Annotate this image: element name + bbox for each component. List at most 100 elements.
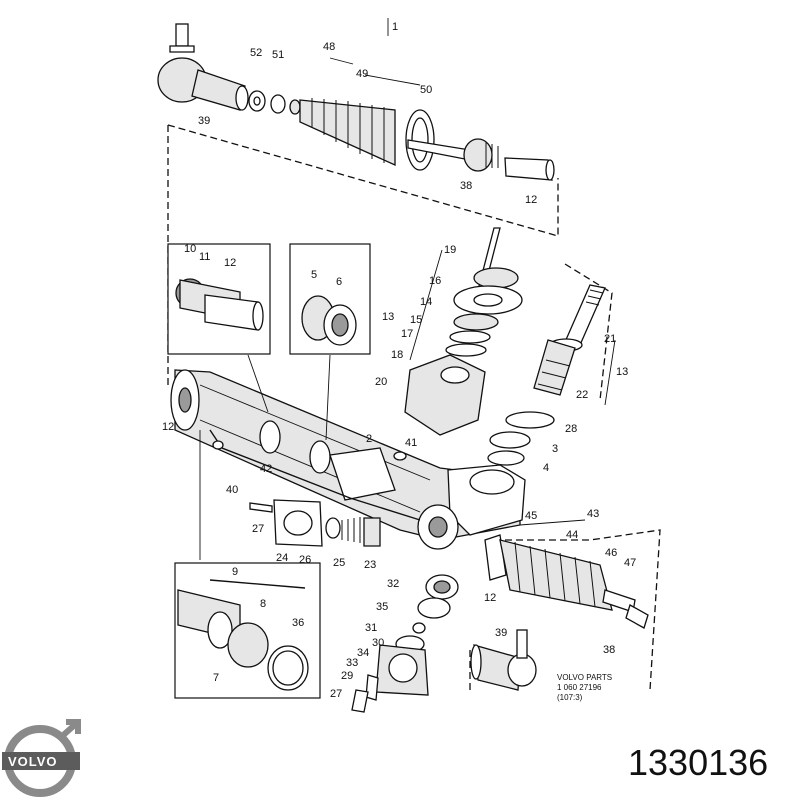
right-rod-thread (625, 604, 649, 629)
callout-42: 42 (260, 463, 272, 475)
seal-ring (445, 343, 487, 357)
bolt-27-lower (351, 689, 369, 713)
callout-27-lower: 27 (330, 688, 342, 700)
callout-23: 23 (364, 559, 376, 571)
bottom-ball-stud (516, 629, 528, 659)
housing-edge-lines (199, 384, 431, 513)
volvo-logo-bar (2, 752, 80, 770)
callout-2: 2 (366, 433, 372, 445)
clip-ring (270, 94, 286, 114)
ball-stud-collar (169, 45, 195, 53)
rack-yoke (363, 517, 381, 547)
adjuster-spring (341, 517, 361, 543)
valve-housing-bore (440, 366, 470, 384)
leader-13a (409, 249, 443, 361)
callout-10: 10 (184, 243, 196, 255)
inset-box-rack-seal (167, 243, 271, 355)
callout-52: 52 (250, 47, 262, 59)
callout-24: 24 (276, 552, 288, 564)
callout-4: 4 (543, 462, 549, 474)
leader-13b (604, 339, 616, 406)
o-ring-upper (449, 330, 491, 344)
reference-line-3: (107:3) (557, 693, 583, 702)
volvo-iron-mark-icon (2, 719, 81, 797)
callout-9: 9 (232, 566, 238, 578)
leader-inset-bushing (325, 354, 331, 441)
callout-21: 21 (604, 333, 616, 345)
callout-48: 48 (323, 41, 335, 53)
callout-3: 3 (552, 443, 558, 455)
callout-26: 26 (299, 554, 311, 566)
seal-32-hole (433, 580, 451, 594)
callout-30: 30 (372, 637, 384, 649)
end-cover-gear (388, 653, 418, 683)
pipe-fitting (212, 440, 224, 450)
bushing-hole (331, 313, 349, 337)
right-bellows-ribs (514, 541, 596, 608)
callout-12-left: 12 (162, 421, 174, 433)
pinion-o-ring (505, 411, 555, 429)
piston-seal-7 (207, 611, 233, 649)
bleed-screw (393, 451, 407, 461)
valve-housing-stack (404, 227, 523, 436)
pinion-teeth (537, 359, 571, 391)
callout-40: 40 (226, 484, 238, 496)
callout-29: 29 (341, 670, 353, 682)
callout-22: 22 (576, 389, 588, 401)
bolt-29 (365, 674, 379, 701)
top-tie-rod-assembly (157, 23, 555, 181)
callout-51: 51 (272, 49, 284, 61)
callout-36: 36 (292, 617, 304, 629)
volvo-logo-text: VOLVO (8, 754, 58, 769)
rack-end-top (504, 157, 553, 181)
callout-18: 18 (391, 349, 403, 361)
bottom-tie-rod-socket (470, 644, 482, 680)
input-shaft-splines (585, 289, 604, 306)
callout-43: 43 (587, 508, 599, 520)
bellows-ribs-top (311, 98, 385, 163)
callout-7: 7 (213, 672, 219, 684)
o-ring-36-inner (272, 650, 304, 686)
callout-35: 35 (376, 601, 388, 613)
pinion-gear (533, 339, 576, 396)
valve-housing (404, 354, 486, 436)
callout-12-lower: 12 (484, 592, 496, 604)
hydraulic-pipe (209, 429, 421, 521)
lower-valve-parts (351, 574, 459, 713)
callout-27-mid: 27 (252, 523, 264, 535)
callout-49: 49 (356, 68, 368, 80)
bearing (453, 313, 499, 331)
callout-6: 6 (336, 276, 342, 288)
tie-rod-end-socket (235, 85, 249, 111)
cover-plate-hole (473, 293, 503, 307)
callout-14: 14 (420, 296, 432, 308)
callout-47: 47 (624, 557, 636, 569)
callout-33: 33 (346, 657, 358, 669)
inner-joint-thread (485, 142, 499, 168)
leader-49 (364, 74, 421, 86)
callout-12-top: 12 (525, 194, 537, 206)
seal-ring-3 (489, 431, 531, 449)
rack-adjuster-parts (249, 499, 381, 547)
callout-50: 50 (420, 84, 432, 96)
dust-cap (473, 267, 519, 289)
ring-4 (487, 450, 525, 466)
leader-inset-rack-seal (247, 354, 269, 413)
adjuster-boss-hole (428, 516, 448, 538)
callout-19: 19 (444, 244, 456, 256)
callout-15: 15 (410, 314, 422, 326)
callout-16: 16 (429, 275, 441, 287)
callout-34: 34 (357, 647, 369, 659)
group-number: 1 (392, 21, 398, 33)
piston-8 (227, 622, 269, 668)
input-shaft (564, 284, 606, 346)
lock-nut-hole (253, 96, 261, 106)
bellows-clamp-inner (411, 117, 429, 163)
part-number: 1330136 (628, 742, 768, 783)
right-frame-dashed-line (564, 263, 613, 401)
callout-44: 44 (566, 529, 578, 541)
inset-box-piston (174, 562, 321, 699)
callout-28: 28 (565, 423, 577, 435)
washer-31 (412, 622, 426, 634)
